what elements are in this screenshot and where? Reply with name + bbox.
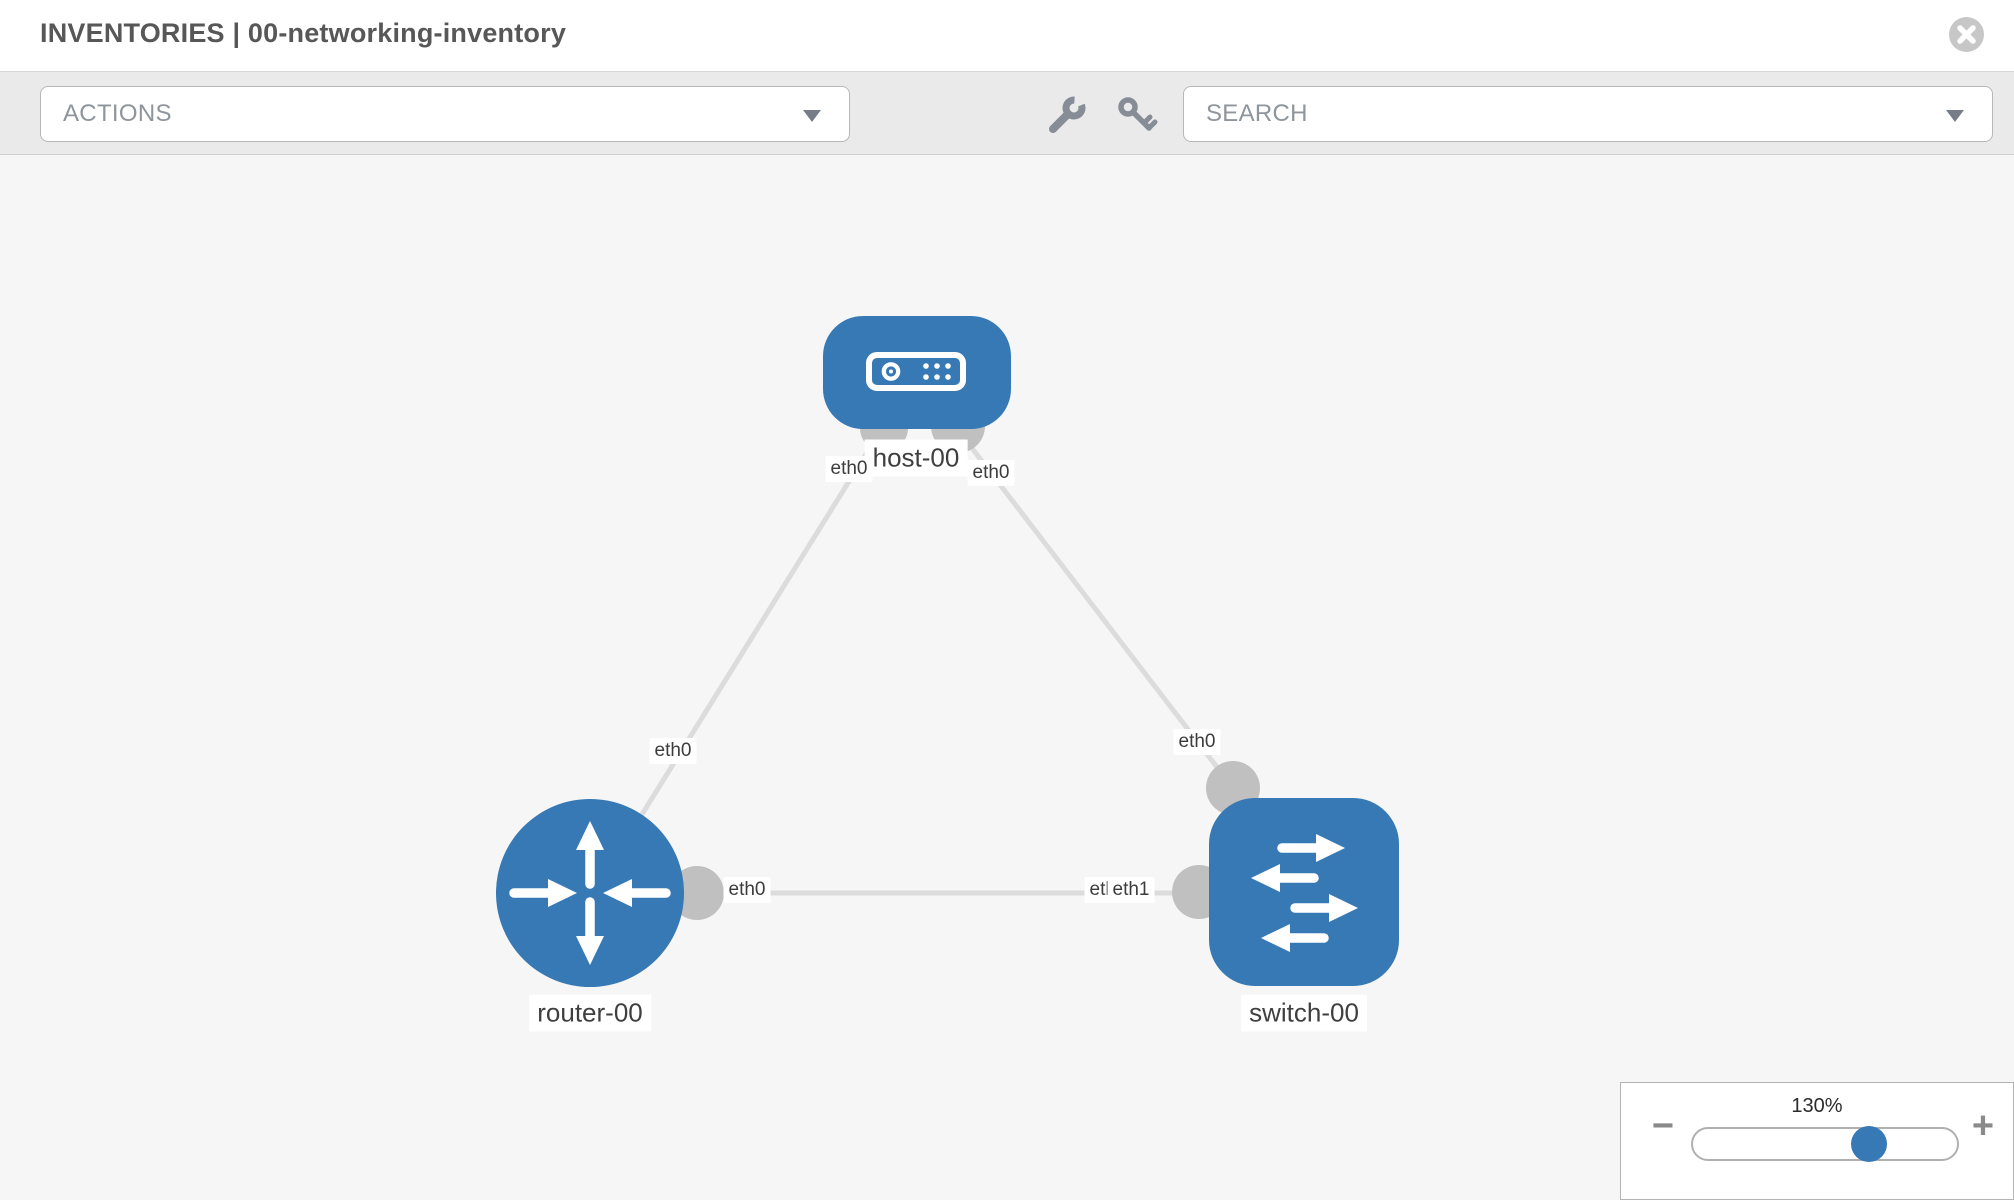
search-placeholder: SEARCH [1206,100,1308,127]
interface-connectors [670,399,1260,920]
topology-graph [496,316,1399,987]
interface-label-router-eth0-right: eth0 [723,877,771,903]
zoom-slider-track[interactable] [1691,1126,1959,1162]
actions-dropdown-label: ACTIONS [63,100,172,127]
actions-dropdown[interactable]: ACTIONS [40,86,850,142]
interface-label-switch-eth0-top: eth0 [1173,729,1221,755]
edge-host-switch [956,428,1235,790]
toolbar: ACTIONS SEARCH [0,72,2014,155]
node-host-00[interactable] [823,316,1011,429]
node-label-host-00: host-00 [864,439,968,477]
search-dropdown[interactable]: SEARCH [1183,86,1993,142]
close-icon [1957,25,1976,44]
topology-edges [592,423,1235,896]
plus-icon: + [1971,1105,1995,1147]
topology-canvas[interactable]: host-00 router-00 switch-00 eth0 eth0 et… [0,155,2014,1200]
zoom-slider-thumb[interactable] [1851,1126,1887,1162]
node-label-router-00: router-00 [529,994,651,1032]
page-title: INVENTORIES | 00-networking-inventory [40,18,567,48]
interface-label-switch-eth1: eth1 [1107,877,1155,903]
tools-button[interactable] [1045,93,1089,137]
node-router-00[interactable] [496,799,684,987]
header: INVENTORIES | 00-networking-inventory [0,0,2014,72]
interface-label-router-eth0-top: eth0 [649,738,697,764]
edge-router-host [592,423,887,892]
zoom-control-panel: 130% − + [1620,1082,2014,1200]
caret-down-icon [803,110,821,122]
host-icon [866,352,966,391]
minus-icon: − [1651,1105,1675,1147]
credentials-button[interactable] [1114,93,1158,137]
zoom-in-button[interactable]: + [1963,1105,2003,1151]
zoom-level-label: 130% [1791,1095,1843,1117]
close-button[interactable] [1949,17,1984,52]
zoom-out-button[interactable]: − [1643,1105,1683,1151]
key-icon [1118,97,1158,131]
node-label-switch-00: switch-00 [1241,994,1367,1032]
interface-label-host-eth0-left: eth0 [825,456,873,482]
interface-label-host-eth0-right: eth0 [967,460,1015,486]
caret-down-icon [1946,110,1964,122]
node-switch-00[interactable] [1209,798,1399,986]
wrench-icon [1049,96,1086,133]
connector-router-right [670,866,724,920]
